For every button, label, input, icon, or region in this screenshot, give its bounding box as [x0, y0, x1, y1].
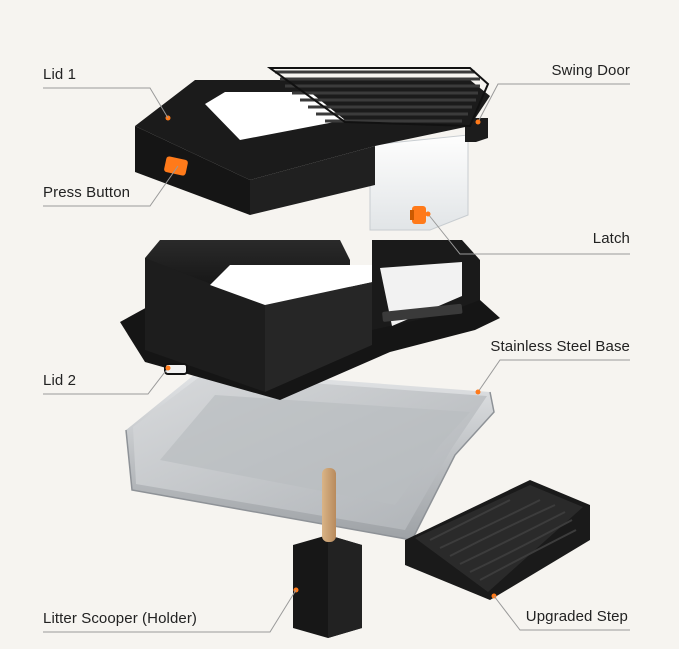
label-press-button: Press Button	[43, 184, 131, 201]
label-swing-door: Swing Door	[551, 62, 630, 79]
upgraded-step	[405, 480, 590, 600]
label-lid-1: Lid 1	[43, 66, 77, 83]
leader-base	[477, 359, 630, 393]
swing-door	[369, 118, 488, 231]
label-upgraded-step: Upgraded Step	[525, 608, 628, 625]
leader-lid2	[43, 367, 169, 395]
litter-scooper-holder	[293, 468, 362, 638]
leader-latch	[427, 213, 630, 255]
leader-lines	[43, 83, 630, 633]
leader-scooper	[43, 589, 297, 633]
stainless-steel-base	[125, 370, 495, 541]
label-litter-scooper: Litter Scooper (Holder)	[43, 610, 198, 627]
leader-dots	[165, 119, 481, 395]
leader-lid1	[43, 87, 169, 119]
latch	[410, 206, 426, 224]
leader-swing-door	[477, 83, 630, 123]
leader-press-button	[43, 165, 179, 207]
lid-2	[120, 240, 500, 400]
lid-1	[135, 67, 490, 215]
label-latch: Latch	[592, 230, 630, 247]
label-stainless-steel-base: Stainless Steel Base	[490, 338, 630, 355]
leader-step	[493, 595, 630, 631]
label-lid-2: Lid 2	[43, 372, 77, 389]
